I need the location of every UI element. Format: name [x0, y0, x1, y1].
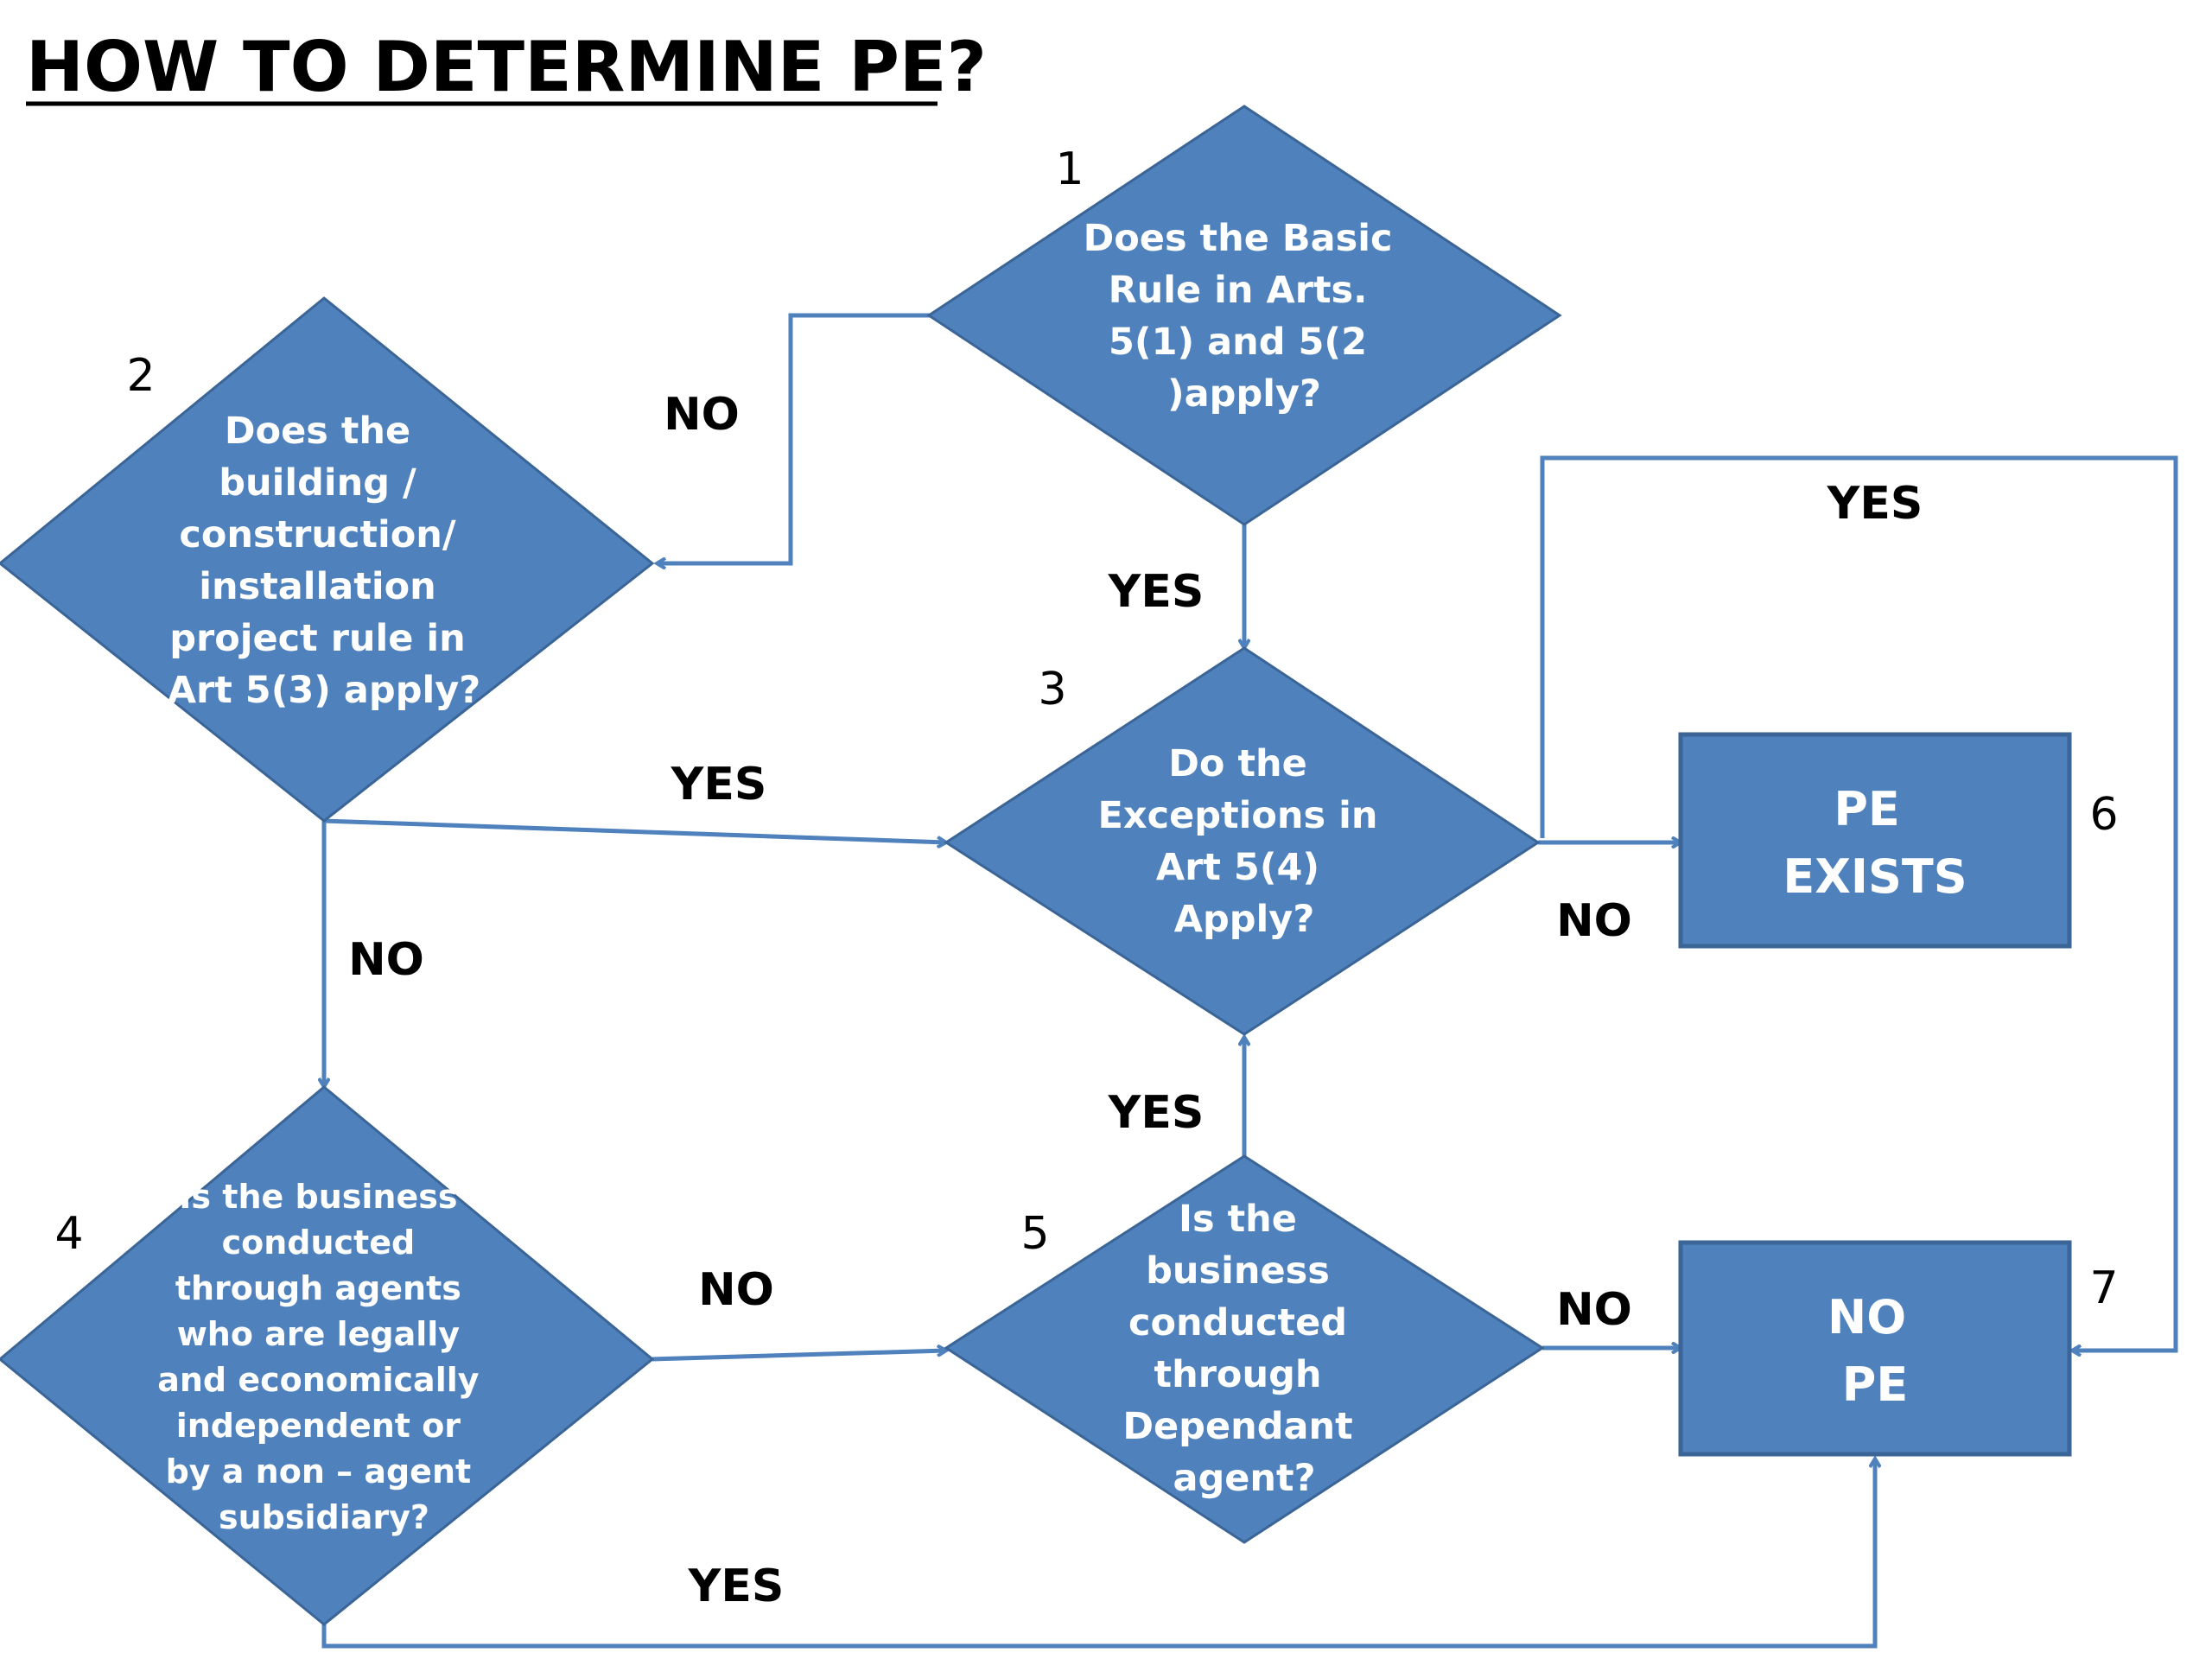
node-4-line: who are legally: [177, 1315, 461, 1353]
decision-node-1-text: Does the Basic Rule in Arts. 5(1) and 5(…: [1084, 217, 1406, 416]
step-number-5: 5: [1020, 1208, 1049, 1260]
node-4-line: independent or: [176, 1407, 461, 1445]
edge-label-3-to-6: NO: [1556, 895, 1632, 947]
decision-node-4-text: Is the business conducted through agents…: [157, 1178, 491, 1536]
step-number-3: 3: [1038, 664, 1066, 715]
node-2-line: building /: [219, 461, 416, 505]
outcome-box-pe-exists: [1678, 732, 2072, 949]
node-5-line: Is the: [1179, 1198, 1297, 1241]
node-3-line: Exceptions in: [1098, 794, 1378, 837]
node-4-line: Is the business: [179, 1178, 457, 1216]
decision-node-5: [944, 1154, 1545, 1544]
node-7-line: NO: [1827, 1290, 1906, 1344]
node-3-line: Do the: [1168, 742, 1307, 785]
node-2-line: Does the: [225, 410, 410, 453]
edge-label-1-to-2: NO: [664, 389, 740, 441]
node-6-line: EXISTS: [1783, 849, 1967, 904]
node-3-line: Apply?: [1174, 898, 1315, 941]
edge-label-2-to-4: NO: [348, 934, 424, 986]
step-number-6: 6: [2089, 789, 2118, 841]
connector-2-to-3: [323, 818, 946, 842]
step-number-2: 2: [126, 350, 155, 402]
decision-node-4: [0, 1085, 655, 1626]
node-5-line: conducted: [1128, 1301, 1347, 1344]
decision-node-2-text: Does the building / construction/ instal…: [168, 410, 480, 712]
page-title: HOW TO DETERMINE PE?: [26, 27, 987, 107]
decision-node-2: [0, 296, 655, 823]
edge-label-1-to-3: YES: [1108, 566, 1205, 618]
edge-label-3-to-7: YES: [1827, 478, 1923, 530]
node-7-line: PE: [1842, 1357, 1908, 1412]
node-2-line: construction/: [179, 513, 456, 556]
node-5-line: business: [1146, 1249, 1330, 1293]
edge-label-5-to-7: NO: [1556, 1284, 1632, 1336]
step-number-1: 1: [1055, 143, 1084, 195]
edge-label-5-to-3: YES: [1108, 1087, 1205, 1139]
node-3-line: Art 5(4): [1156, 846, 1319, 889]
node-6-line: PE: [1834, 782, 1899, 836]
node-1-line: )apply?: [1167, 372, 1321, 416]
node-4-line: conducted: [222, 1224, 416, 1262]
node-4-line: through agents: [175, 1269, 461, 1307]
step-number-4: 4: [54, 1208, 83, 1260]
node-2-line: project rule in: [169, 617, 466, 660]
node-2-line: installation: [199, 565, 435, 608]
node-4-line: and economically: [157, 1361, 480, 1399]
edge-label-4-to-5: NO: [698, 1264, 774, 1316]
node-5-line: agent?: [1173, 1457, 1315, 1500]
node-1-line: Does the Basic: [1084, 217, 1393, 260]
decision-node-5-text: Is the business conducted through Depend…: [1122, 1198, 1365, 1500]
connector-4-to-5: [652, 1351, 946, 1362]
step-number-7: 7: [2089, 1262, 2118, 1314]
decision-node-3: [944, 646, 1541, 1036]
node-4-line: by a non – agent: [166, 1452, 472, 1491]
decision-node-3-text: Do the Exceptions in Art 5(4) Apply?: [1098, 742, 1391, 941]
node-2-line: Art 5(3) apply?: [168, 669, 480, 712]
node-1-line: Rule in Arts.: [1109, 269, 1368, 312]
connector-1-to-2: [657, 313, 933, 563]
outcome-box-no-pe: [1678, 1240, 2072, 1457]
node-4-line: subsidiary?: [219, 1498, 429, 1536]
connector-3-to-7: [1540, 455, 2178, 1351]
decision-node-1: [926, 105, 1562, 526]
node-1-line: 5(1) and 5(2: [1109, 321, 1367, 364]
outcome-box-no-pe-text: NO PE: [1827, 1290, 1923, 1412]
edge-label-2-to-3: YES: [671, 759, 767, 810]
connector-4-to-7: [321, 1459, 1875, 1649]
node-5-line: through: [1154, 1353, 1322, 1396]
outcome-box-pe-exists-text: PE EXISTS: [1783, 782, 1967, 904]
edge-label-4-to-7: YES: [688, 1560, 785, 1612]
node-5-line: Dependant: [1122, 1405, 1352, 1448]
